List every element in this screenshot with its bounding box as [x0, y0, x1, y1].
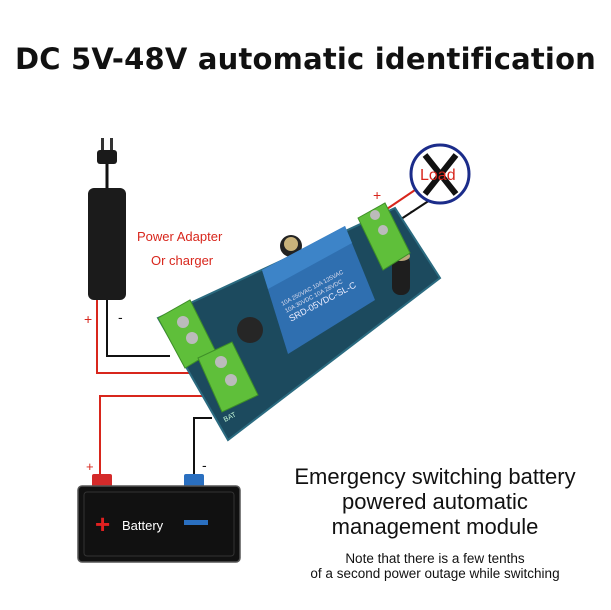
battery-plus-sign: + [95, 509, 110, 539]
battery-negative-wire [193, 417, 212, 475]
description-line: powered automatic [342, 489, 528, 514]
adapter-label-line2: Or charger [151, 253, 214, 268]
battery-minus-sign [184, 520, 208, 525]
load-terminal-block[interactable] [357, 202, 411, 271]
adapter-negative-wire [106, 300, 170, 357]
adapter-plus: + [84, 311, 92, 327]
battery: + Battery [77, 474, 241, 563]
battery-terminal-block[interactable] [197, 341, 259, 413]
description-line: Emergency switching battery [294, 464, 576, 489]
description-line: management module [331, 514, 539, 539]
adapter-positive-wire [96, 300, 190, 374]
title: DC 5V-48V automatic identification [14, 42, 597, 76]
load-plus: + [373, 187, 381, 203]
note-line: Note that there is a few tenths [345, 551, 525, 566]
diode [237, 317, 263, 343]
battery-positive-terminal [92, 474, 112, 488]
cross-icon [422, 153, 459, 196]
relay: 10A 250VAC 10A 125VAC 10A 30VDC 10A 28VD… [262, 226, 375, 354]
load-label: Load [420, 167, 456, 184]
note-line: of a second power outage while switching [310, 566, 560, 581]
plug-icon [97, 138, 117, 190]
description: Emergency switching battery powered auto… [255, 464, 611, 581]
adapter-minus: - [118, 309, 123, 325]
battery-wire-plus: + [86, 459, 94, 474]
battery-wire-minus: - [202, 457, 207, 473]
load-icon: Load [409, 143, 471, 205]
adapter-label-line1: Power Adapter [137, 229, 223, 244]
capacitor [392, 255, 410, 295]
battery-positive-wire [99, 395, 210, 475]
load-minus: - [410, 202, 415, 218]
battery-label: Battery [122, 518, 164, 533]
battery-negative-terminal [184, 474, 204, 488]
power-adapter [88, 188, 126, 300]
